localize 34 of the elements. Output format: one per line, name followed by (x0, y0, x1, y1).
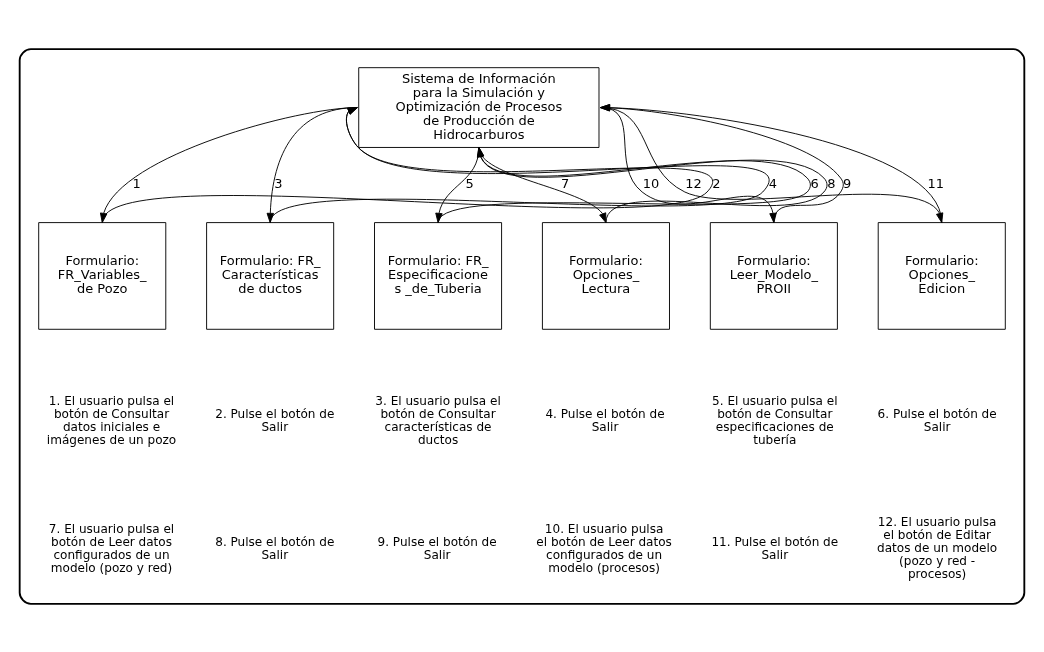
edge-label: 12 (685, 175, 702, 191)
label: 6. Pulse el botón de Salir (877, 406, 997, 434)
label: 5. El usuario pulsa el botón de Consultar especificaciones de tubería (712, 393, 838, 447)
label: 1. El usuario pulsa el botón de Consultar datos iniciales e imágenes de un pozo (46, 393, 177, 447)
node-box: Formulario: Opciones_ Edicion (877, 221, 1006, 330)
label: 4. Pulse el botón de Salir (545, 406, 665, 434)
edge-label: 6 (810, 175, 819, 191)
edge-label: 1 (132, 175, 141, 191)
label: 9. Pulse el botón de Salir (377, 534, 497, 562)
edge-label: 10 (642, 175, 660, 191)
edge-label: 5 (465, 175, 474, 191)
edge-label: 3 (274, 175, 283, 191)
label: 10. El usuario pulsa el botón de Leer datos configurados de un modelo (procesos) (536, 521, 672, 575)
label: 3. El usuario pulsa el botón de Consultar características de ductos (375, 393, 501, 447)
edge-label: 2 (712, 175, 721, 191)
label: 12. El usuario pulsa el botón de Editar datos de un modelo (pozo y red - procesos) (877, 514, 998, 581)
edge-label: 8 (827, 175, 836, 191)
node-box: Sistema de Información para la Simulación y Optimización de Procesos de Producción de Hidrocarburos (358, 66, 600, 148)
label: 7. El usuario pulsa el botón de Leer datos configurados de un modelo (pozo y red) (48, 521, 175, 575)
label: 2. Pulse el botón de Salir (215, 406, 335, 434)
node-box: Formulario: Leer_Modelo_ PROII (709, 221, 838, 330)
edge-label: 4 (768, 175, 778, 191)
node-box: Formulario: FR_ Especificaciones _de_Tuberia (374, 221, 503, 330)
arrow (269, 106, 770, 223)
node-box: Formulario: Opciones_ Lectura (541, 221, 670, 330)
node-box: Formulario: FR_Variables_ de Pozo (38, 221, 167, 330)
edge-label: 11 (927, 175, 944, 191)
cluster (18, 47, 1026, 605)
edge-label: 9 (843, 175, 852, 191)
node-box: Formulario: FR_ Características de ductos (206, 221, 335, 330)
arrow (478, 146, 607, 223)
label: 11. Pulse el botón de Salir (711, 534, 839, 562)
edge-label: 7 (561, 175, 570, 191)
label: 8. Pulse el botón de Salir (215, 534, 335, 562)
